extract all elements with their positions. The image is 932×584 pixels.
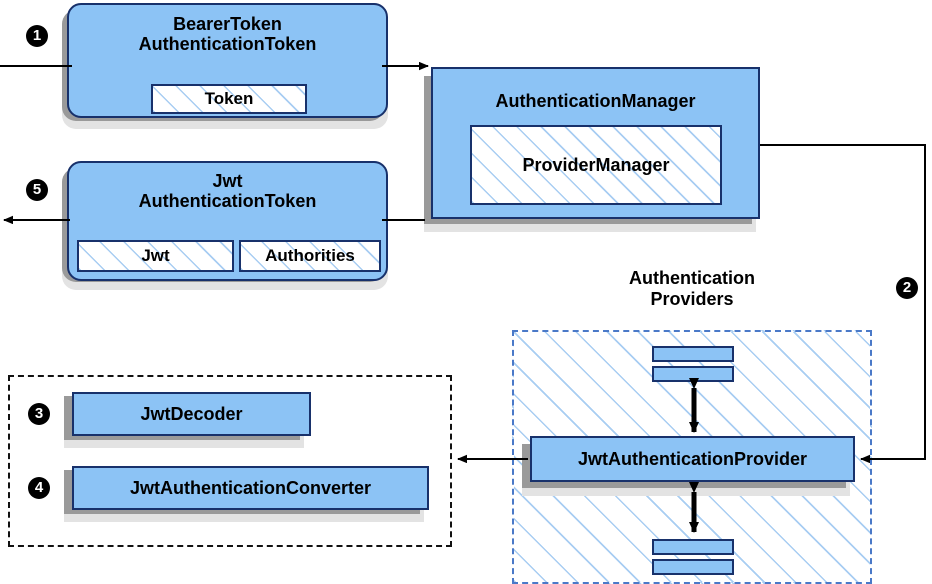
jwt-decoder-label: JwtDecoder — [140, 403, 243, 424]
node-authentication-manager[interactable]: AuthenticationManager ProviderManager — [431, 67, 760, 219]
jwt-token-line1: Jwt — [212, 171, 243, 191]
bullet-step-3: 3 — [28, 403, 50, 425]
node-bearer-token-authentication-token[interactable]: BearerToken AuthenticationToken Token — [67, 3, 388, 118]
provider-stub-bottom-upper — [652, 539, 734, 555]
node-jwt-authentication-converter[interactable]: JwtAuthenticationConverter — [72, 466, 429, 510]
node-jwt-authentication-token[interactable]: Jwt AuthenticationToken Jwt Authorities — [67, 161, 388, 281]
subbox-jwt: Jwt — [77, 240, 234, 272]
subbox-token-label: Token — [204, 89, 254, 109]
subbox-provider-manager-label: ProviderManager — [522, 154, 670, 175]
provider-stub-top-lower — [652, 366, 734, 382]
bullet-step-5: 5 — [26, 179, 48, 201]
subbox-jwt-label: Jwt — [141, 246, 170, 266]
subbox-authorities-label: Authorities — [265, 246, 355, 266]
bearer-token-line2: AuthenticationToken — [138, 34, 317, 55]
bullet-step-4-label: 4 — [34, 479, 44, 496]
bearer-token-line1: BearerToken — [173, 14, 282, 34]
node-jwt-authentication-provider[interactable]: JwtAuthenticationProvider — [530, 436, 855, 482]
subbox-provider-manager: ProviderManager — [470, 125, 722, 205]
jwt-token-line2: AuthenticationToken — [138, 191, 317, 212]
subbox-authorities: Authorities — [239, 240, 381, 272]
authentication-manager-title: AuthenticationManager — [495, 91, 696, 111]
jwt-authentication-converter-label: JwtAuthenticationConverter — [129, 477, 372, 498]
provider-stub-bottom-lower — [652, 559, 734, 575]
bullet-step-4: 4 — [28, 477, 50, 499]
bullet-step-1-label: 1 — [32, 27, 42, 44]
subbox-token: Token — [151, 84, 307, 114]
bullet-step-2-label: 2 — [902, 279, 912, 296]
bullet-step-5-label: 5 — [32, 181, 42, 198]
bullet-step-3-label: 3 — [34, 405, 44, 422]
authentication-providers-caption: Authentication Providers — [572, 268, 812, 309]
node-jwt-decoder[interactable]: JwtDecoder — [72, 392, 311, 436]
authentication-providers-caption-line1: Authentication — [629, 268, 755, 288]
bullet-step-1: 1 — [26, 25, 48, 47]
bullet-step-2: 2 — [896, 277, 918, 299]
authentication-providers-caption-line2: Providers — [650, 288, 734, 309]
jwt-authentication-provider-label: JwtAuthenticationProvider — [577, 448, 808, 469]
provider-stub-top-upper — [652, 346, 734, 362]
